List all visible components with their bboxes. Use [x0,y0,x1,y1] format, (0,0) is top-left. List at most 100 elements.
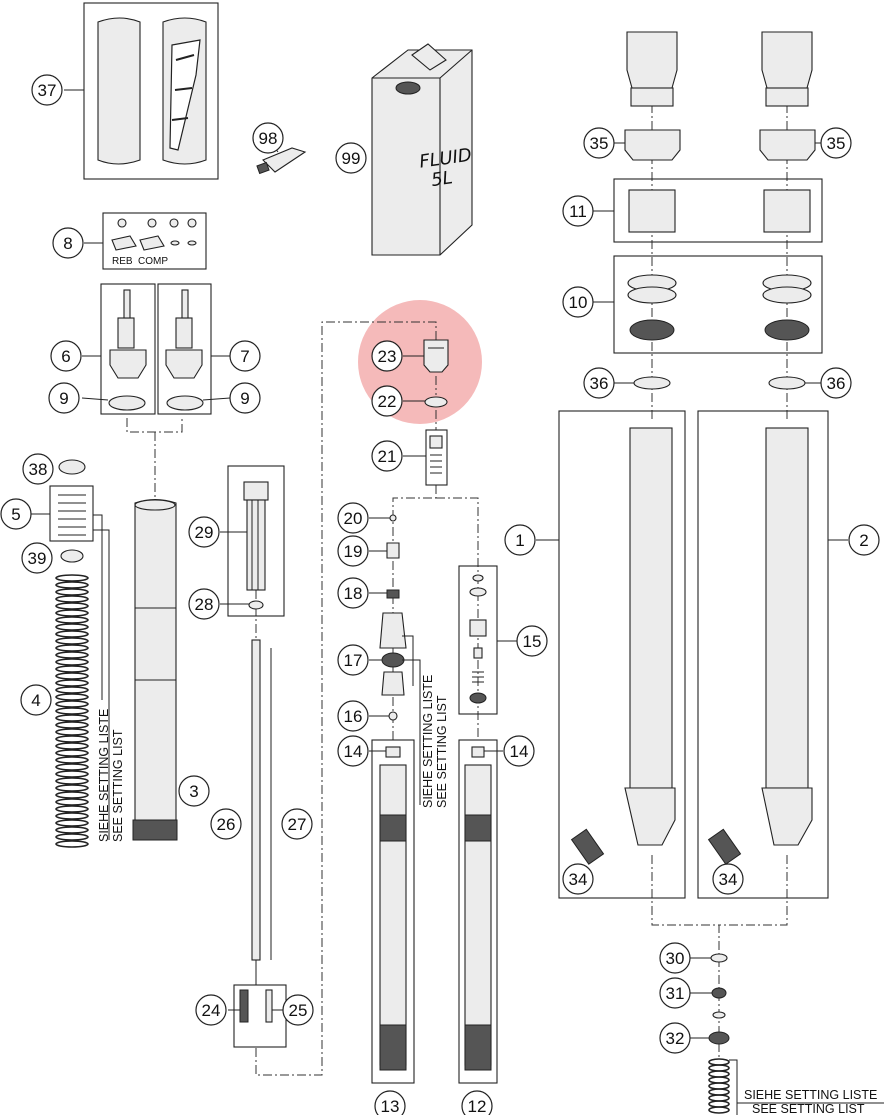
callout-number: 39 [28,549,47,568]
spring-coil [55,588,89,596]
callout-34a: 34 [562,863,594,895]
callout-13: 13 [374,1090,406,1115]
spring-coil [708,1058,730,1066]
spring-coil [55,623,89,631]
callout-37: 37 [31,74,63,106]
callout-circle [503,735,535,767]
callout-15: 15 [516,625,548,657]
spring-coil [55,812,89,820]
spring-coil [55,644,89,652]
callout-30: 30 [659,942,691,974]
callout-21: 21 [371,440,403,472]
callout-4: 4 [20,684,52,716]
part-37-decals [64,2,219,180]
callout-36b: 36 [820,367,852,399]
callout-circle [178,775,210,807]
callout-35b: 35 [820,127,852,159]
callout-circle [562,863,594,895]
callout-number: 30 [666,949,685,968]
callout-circle [22,453,54,485]
spring-coil [55,679,89,687]
callout-98: 98 [252,122,284,154]
callout-number: 24 [202,1001,221,1020]
spring-coil [55,630,89,638]
callout-11: 11 [562,195,594,227]
spring-coil [708,1082,730,1090]
callout-circle [188,588,220,620]
setting-note-en-mid: SEE SETTING LIST [435,695,449,808]
callout-29: 29 [188,516,220,548]
callout-number: 21 [378,447,397,466]
spring-coil [55,805,89,813]
callout-number: 29 [195,523,214,542]
callout-23: 23 [371,340,403,372]
part-26-27-rods [228,639,287,1048]
callout-35a: 35 [583,127,615,159]
callout-14b: 14 [503,735,535,767]
reb-label: REB [112,256,133,267]
spring-coil [55,581,89,589]
spring-coil [55,742,89,750]
spring-coil [55,672,89,680]
callout-26: 26 [210,808,242,840]
callout-number: 22 [378,392,397,411]
spring-coil [55,721,89,729]
part-right-top-assembly [593,31,823,390]
setting-note-de-mid: SIEHE SETTING LISTE [421,675,435,808]
callout-circle [50,340,82,372]
callout-circle [371,340,403,372]
part-6-7-caps [81,283,231,415]
callout-number: 9 [240,389,249,408]
callout-circle [461,1090,493,1115]
spring-coil [55,819,89,827]
spring-coil [55,574,89,582]
callout-number: 28 [195,595,214,614]
callout-number: 13 [381,1097,400,1115]
callout-16: 16 [337,700,369,732]
part-valving-stack: SIEHE SETTING LISTE SEE SETTING LIST [369,514,449,808]
spring-coil [55,693,89,701]
callout-number: 8 [63,234,72,253]
callout-circle [712,863,744,895]
callout-circle [52,227,84,259]
fluid-line2: 5L [430,167,454,191]
callout-circle [229,340,261,372]
callout-circle [337,577,369,609]
callout-circle [659,942,691,974]
callout-circle [282,994,314,1026]
callout-number: 19 [344,542,363,561]
callout-number: 15 [523,632,542,651]
callout-number: 17 [344,651,363,670]
spring-coil [55,749,89,757]
callout-circle [188,516,220,548]
callout-number: 26 [217,815,236,834]
callout-19: 19 [337,535,369,567]
part-15-valve [458,565,517,715]
part-1-2-outer-tubes [536,410,848,899]
callout-number: 18 [344,584,363,603]
callout-8: 8 [52,227,84,259]
callout-number: 20 [344,509,363,528]
part-21-22-23 [403,339,449,486]
callout-number: 31 [666,984,685,1003]
callout-number: 27 [288,815,307,834]
callout-99: 99 [335,142,367,174]
spring-coil [55,609,89,617]
callout-circle [210,808,242,840]
spring-coil [55,756,89,764]
callout-number: 5 [11,505,20,524]
callout-number: 37 [38,81,57,100]
callout-24: 24 [195,994,227,1026]
callout-number: 1 [515,531,524,550]
spring-coil [55,637,89,645]
callout-number: 36 [590,374,609,393]
callout-circle [371,440,403,472]
callout-circle [371,385,403,417]
callout-number: 99 [342,149,361,168]
spring-coil [708,1070,730,1078]
spring-coil [55,658,89,666]
callout-number: 36 [827,374,846,393]
spring-bottom-coils [708,1058,730,1114]
part-98-grease [256,137,307,175]
callout-number: 35 [827,134,846,153]
